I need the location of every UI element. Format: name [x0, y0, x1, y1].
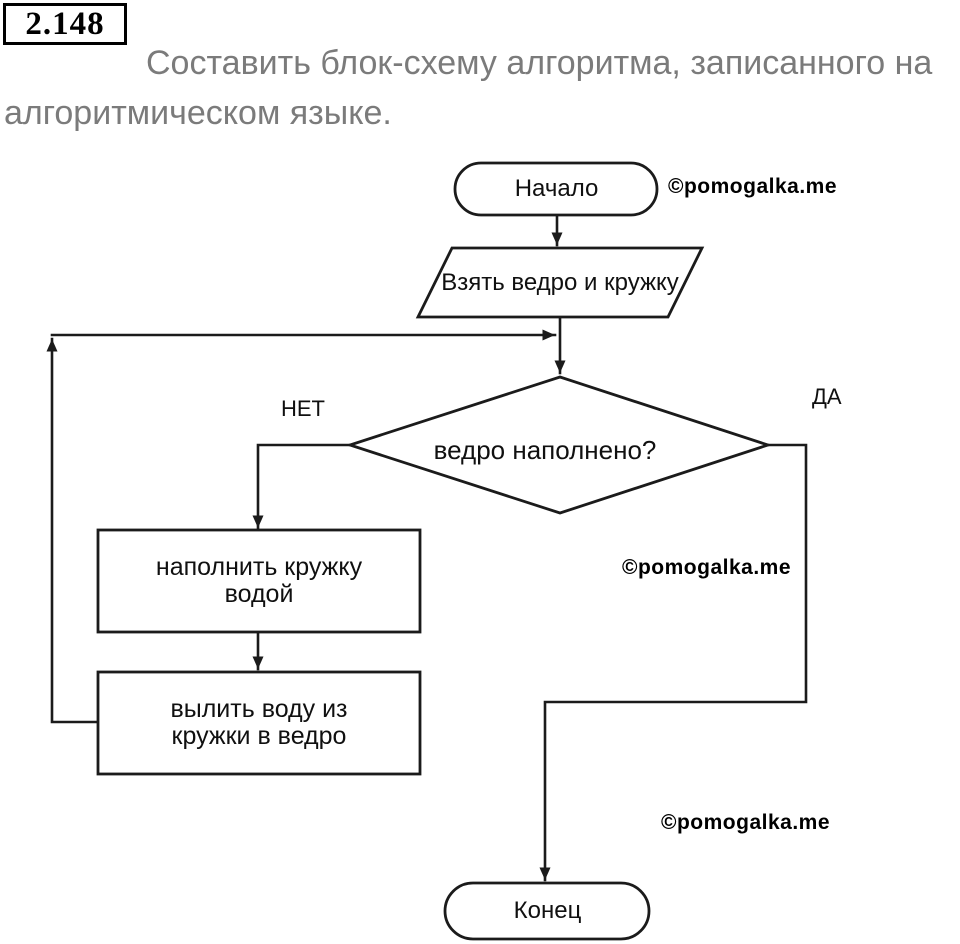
process2-rect-shape [96, 670, 422, 776]
start-terminator-shape [453, 161, 659, 217]
input-parallelogram-shape [415, 246, 705, 319]
process2-label-line2: кружки в ведро [171, 722, 347, 750]
start-terminator-label: Начало [514, 175, 599, 202]
task-number: 2.148 [25, 6, 105, 42]
process1-label-line2: водой [224, 580, 294, 608]
process1-label: наполнить кружку водой [98, 530, 420, 632]
branch-yes-label: ДА [812, 384, 842, 409]
end-terminator-shape [443, 881, 651, 941]
end-terminator-label: Конец [513, 897, 582, 924]
task-statement: Составить блок-схему алгоритма, записанн… [4, 44, 933, 132]
branch-no-label: НЕТ [281, 396, 325, 421]
process1-rect-shape [96, 528, 422, 634]
watermark-bottom: ©pomogalka.me [661, 811, 831, 834]
decision-label: ведро наполнено? [433, 434, 657, 465]
watermark-top: ©pomogalka.me [668, 175, 838, 198]
loop-up-line [46, 337, 100, 724]
decision-diamond-shape [345, 375, 773, 515]
yes-branch-line [539, 443, 808, 882]
task-number-box: 2.148 [3, 3, 127, 45]
input-label: Взять ведро и кружку [441, 268, 679, 296]
process2-label-line1: вылить воду из [170, 695, 348, 723]
no-branch-line [252, 443, 352, 530]
process1-label-line1: наполнить кружку [155, 553, 363, 581]
watermark-middle: ©pomogalka.me [622, 556, 792, 579]
process2-label: вылить воду из кружки в ведро [98, 672, 420, 774]
